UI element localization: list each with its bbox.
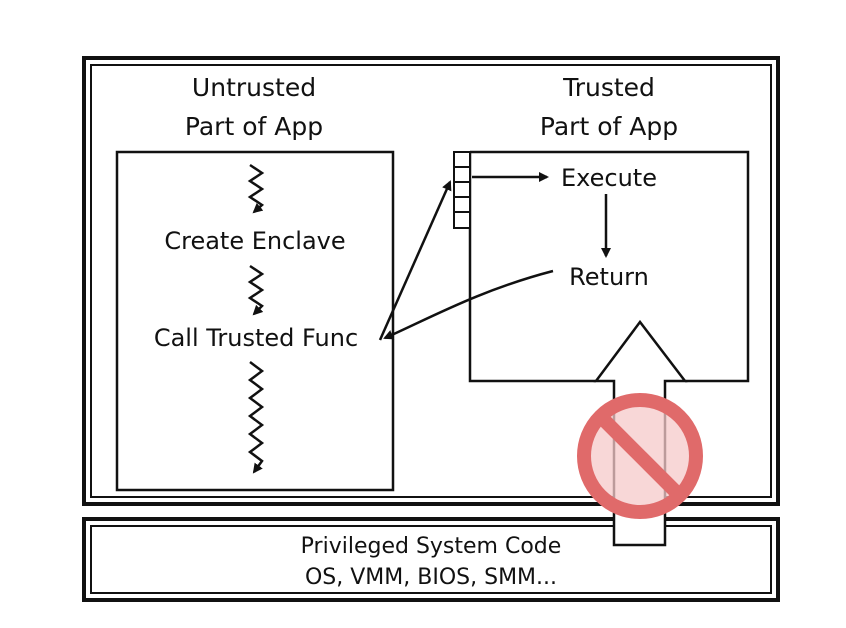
flow-squiggle-middle — [247, 264, 265, 316]
trusted-title-line1: Trusted — [562, 73, 655, 102]
call-gate — [453, 151, 471, 229]
untrusted-box — [115, 150, 395, 492]
flow-squiggle-top — [247, 163, 265, 214]
arrow-call-to-gate — [378, 180, 452, 341]
app-frame — [82, 56, 780, 506]
flow-squiggle-bottom — [247, 361, 265, 474]
step-return: Return — [569, 263, 649, 291]
step-call-trusted-func: Call Trusted Func — [154, 324, 358, 352]
prohibited-icon — [577, 393, 703, 519]
privileged-title: Privileged System Code — [301, 534, 562, 559]
step-execute: Execute — [561, 164, 657, 192]
privileged-system-box — [82, 517, 780, 602]
step-create-enclave: Create Enclave — [164, 227, 345, 255]
arrow-return-to-call — [383, 269, 554, 340]
untrusted-title-line1: Untrusted — [192, 73, 316, 102]
privileged-components: OS, VMM, BIOS, SMM... — [305, 565, 557, 590]
trusted-title-line2: Part of App — [540, 112, 678, 141]
untrusted-title-line2: Part of App — [185, 112, 323, 141]
